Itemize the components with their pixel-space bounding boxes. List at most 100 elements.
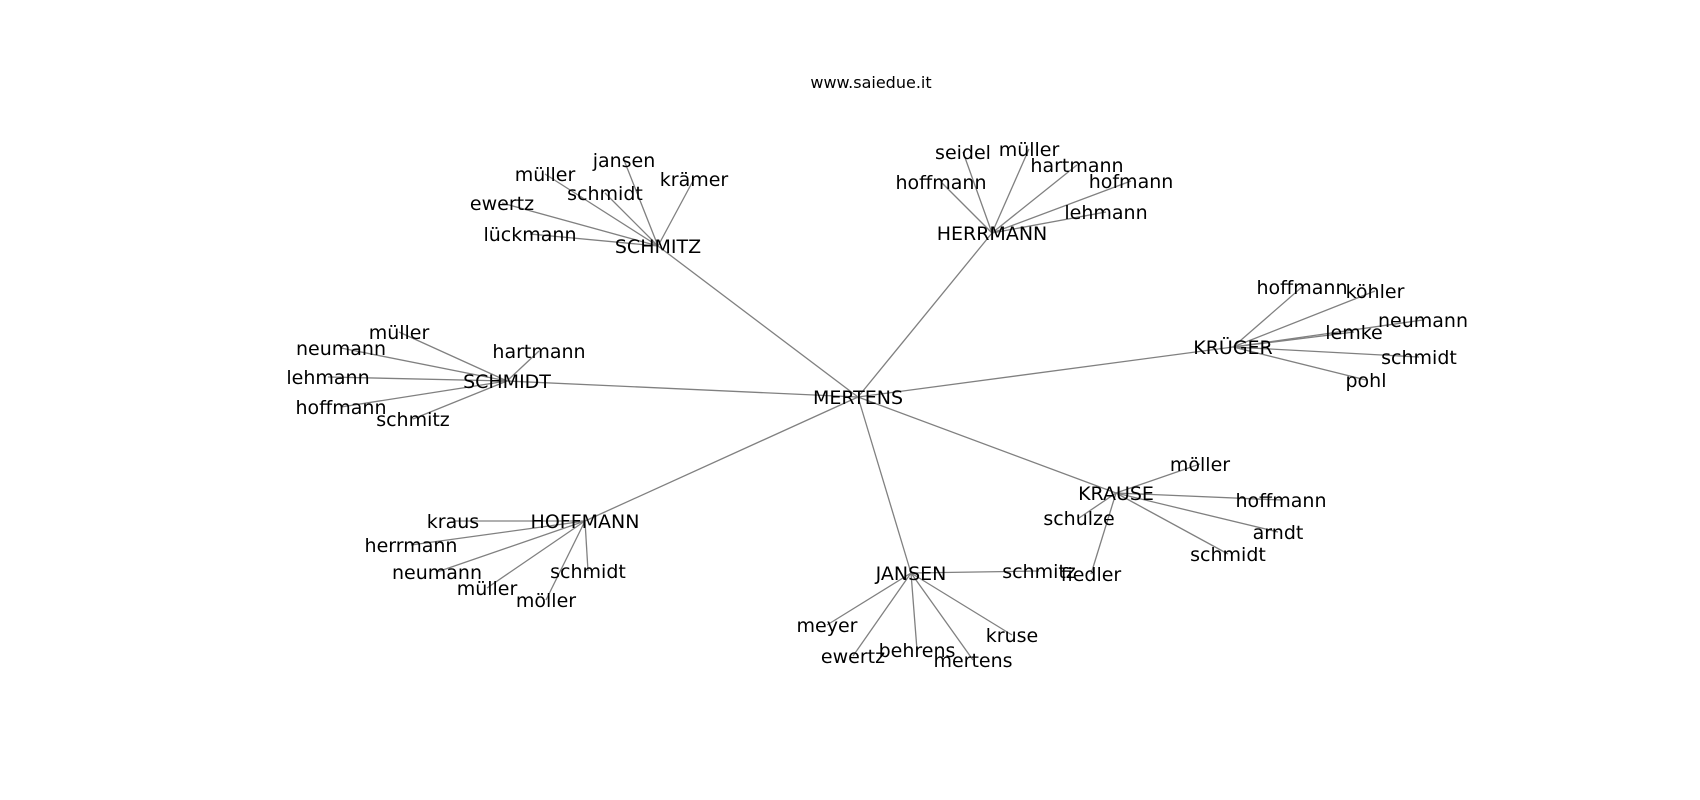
site-title: www.saiedue.it [810, 73, 931, 92]
leaf-node: köhler [1346, 281, 1405, 303]
leaf-node: seidel [935, 142, 991, 164]
edge-hub-leaf [991, 180, 1132, 234]
leaf-node: möller [516, 590, 576, 612]
hub-node: KRAUSE [1078, 483, 1154, 505]
edge-hub-leaf [623, 159, 659, 247]
edge-hub-leaf [1078, 492, 1117, 519]
leaf-node: mertens [933, 650, 1012, 672]
edge-hub-leaf [991, 211, 1107, 234]
edge-root-hub [857, 396, 1117, 494]
edge-hub-leaf [545, 520, 586, 601]
edge-hub-leaf [410, 520, 586, 546]
edge-hub-leaf [327, 376, 508, 382]
leaf-node: meyer [797, 615, 858, 637]
leaf-node: müller [515, 164, 576, 186]
leaf-node: möller [1170, 454, 1230, 476]
leaf-node: schulze [1043, 508, 1114, 530]
edge-hub-leaf [852, 572, 912, 657]
leaf-node: kruse [986, 625, 1038, 647]
hub-node: SCHMITZ [615, 236, 701, 258]
leaf-node: ewertz [821, 646, 885, 668]
edge-hub-leaf [991, 148, 1030, 234]
hub-node: HERRMANN [937, 223, 1048, 245]
leaf-node: lemke [1325, 322, 1383, 344]
hub-node: JANSEN [875, 563, 947, 585]
edge-hub-leaf [398, 331, 508, 382]
leaf-node: hofmann [1089, 171, 1174, 193]
leaf-node: lehmann [1064, 202, 1147, 224]
leaf-node: arndt [1253, 522, 1304, 544]
edge-hub-leaf [340, 380, 508, 408]
leaf-node: müller [999, 139, 1060, 161]
leaf-node: schmitz [376, 409, 450, 431]
leaf-node: lehmann [286, 367, 369, 389]
edge-hub-leaf [910, 572, 1013, 636]
edge-hub-leaf [991, 164, 1078, 234]
edge-hub-leaf [657, 178, 695, 247]
edge-hub-leaf [584, 520, 589, 572]
edge-root-hub [857, 346, 1234, 398]
edge-hub-leaf [1090, 492, 1117, 575]
edge-hub-leaf [1232, 331, 1355, 348]
edge-root-hub [657, 245, 859, 398]
edge-hub-leaf [529, 233, 659, 247]
edge-hub-leaf [910, 570, 1040, 574]
edge-hub-leaf [940, 181, 993, 234]
leaf-node: hartmann [492, 341, 585, 363]
leaf-node: lückmann [483, 224, 576, 246]
leaf-node: hoffmann [296, 397, 387, 419]
edge-hub-leaf [1232, 286, 1303, 348]
edges-layer [327, 148, 1424, 661]
leaf-node: krämer [660, 169, 729, 191]
edge-hub-leaf [1115, 492, 1282, 501]
edge-hub-leaf [604, 192, 659, 247]
edge-hub-leaf [1232, 346, 1367, 381]
leaf-node: schmitz [1002, 561, 1076, 583]
leaf-node: neumann [392, 562, 482, 584]
leaf-node: kraus [427, 511, 479, 533]
leaf-node: müller [457, 578, 518, 600]
leaf-node: ewertz [470, 193, 534, 215]
leaf-node: schmidt [1190, 544, 1266, 566]
labels-layer: MERTENS SCHMITZ jansen müller krämer schmidt e… [286, 139, 1468, 672]
edge-hub-leaf [1115, 492, 1279, 533]
leaf-node: schmidt [550, 561, 626, 583]
edge-hub-leaf [962, 151, 993, 234]
hub-node: SCHMIDT [463, 371, 551, 393]
leaf-node: herrmann [365, 535, 458, 557]
leaf-node: pohl [1345, 370, 1386, 392]
leaf-node: hoffmann [1236, 490, 1327, 512]
leaf-node: jansen [592, 150, 656, 172]
edge-hub-leaf [1232, 346, 1420, 358]
leaf-node: schmidt [567, 183, 643, 205]
edge-hub-leaf [1115, 492, 1229, 555]
edge-hub-leaf [1115, 463, 1201, 494]
edge-root-hub [857, 232, 993, 398]
leaf-node: hartmann [1030, 155, 1123, 177]
edge-hub-leaf [826, 572, 912, 626]
edge-hub-leaf [486, 520, 586, 589]
edge-hub-leaf [340, 347, 508, 382]
leaf-node: müller [369, 322, 430, 344]
hub-node: HOFFMANN [531, 511, 640, 533]
hub-node: KRÜGER [1193, 336, 1273, 359]
leaf-node: behrens [879, 640, 956, 662]
leaf-node: hoffmann [1257, 277, 1348, 299]
edge-root-hub [857, 396, 912, 574]
edge-root-hub [584, 396, 859, 522]
edge-hub-leaf [412, 380, 508, 420]
edge-hub-leaf [501, 202, 659, 247]
edge-root-hub [506, 380, 859, 398]
leaf-node: hoffmann [896, 172, 987, 194]
edge-hub-leaf [910, 572, 974, 661]
edge-hub-leaf [544, 173, 659, 247]
leaf-node: neumann [1378, 310, 1468, 332]
leaf-node: fiedler [1061, 564, 1122, 586]
edge-hub-leaf [506, 350, 540, 382]
edge-hub-leaf [910, 572, 918, 651]
root-node: MERTENS [813, 387, 903, 409]
leaf-node: schmidt [1381, 347, 1457, 369]
leaf-node: neumann [296, 338, 386, 360]
edge-hub-leaf [436, 520, 586, 573]
